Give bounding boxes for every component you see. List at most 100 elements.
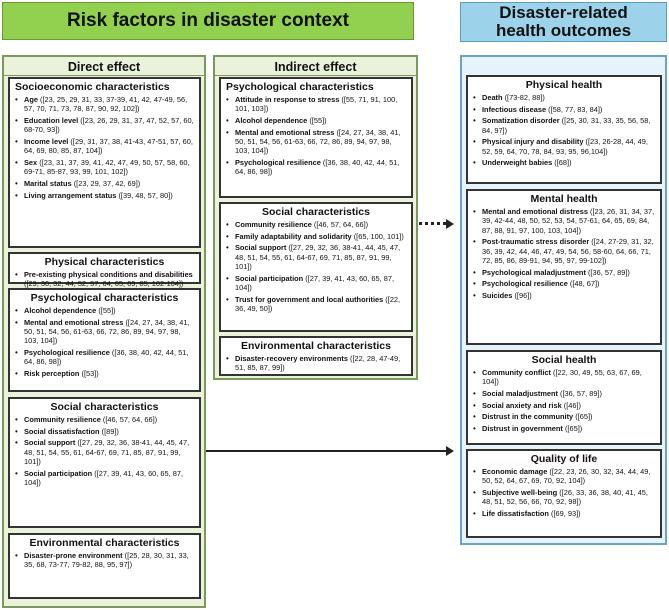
item-name: Suicides (482, 291, 513, 300)
item-name: Disaster-recovery environments (235, 354, 348, 363)
indirect-psychological-box: Psychological characteristics Attitude i… (219, 77, 413, 198)
list-item: Underweight babies ([68]) (473, 158, 655, 168)
direct-effect-title: Direct effect (67, 60, 141, 74)
item-refs: ([27, 29, 32, 36, 38-41, 44, 45, 47, 48,… (24, 438, 190, 466)
item-name: Age (24, 95, 38, 104)
list-item: Alcohol dependence ([55]) (15, 306, 194, 316)
item-refs: ([36, 38, 40, 42, 44, 51, 64, 86, 98]) (235, 158, 400, 177)
box-title: Mental health (530, 193, 598, 205)
item-refs: ([25, 28, 30, 31, 33, 35, 68, 73-77, 79-… (24, 551, 189, 570)
outcome-list: Economic damage ([22, 23, 26, 30, 32, 34… (473, 467, 655, 519)
item-name: Life dissatisfaction (482, 509, 549, 518)
list-item: Psychological resilience ([48, 67]) (473, 279, 655, 289)
list-item: Disaster-recovery environments ([22, 28,… (226, 354, 406, 373)
factor-list: Age ([23, 25, 29, 31, 33, 37-39, 41, 42,… (15, 95, 194, 200)
item-refs: ([25, 30, 31, 33, 35, 56, 58, 84, 97]) (482, 116, 651, 135)
item-refs: ([24, 27, 34, 38, 41, 50, 51, 54, 56, 61… (235, 127, 401, 156)
factor-list: Attitude in response to stress ([55, 71,… (226, 95, 406, 177)
item-refs: ([55]) (96, 306, 116, 315)
list-item: Family adaptability and solidarity ([65,… (226, 231, 406, 242)
item-name: Social support (235, 243, 287, 253)
item-name: Physical injury and disability (482, 137, 584, 147)
list-item: Social participation ([27, 39, 41, 43, 6… (15, 469, 194, 488)
item-refs: ([29, 31, 37, 38, 41-43, 47-51, 57, 60, … (24, 137, 193, 156)
list-item: Social dissatisfaction ([89]) (15, 426, 194, 437)
item-refs: ([24, 27, 34, 38, 41, 50, 51, 54, 56, 61… (24, 317, 190, 346)
item-refs: ([65, 100, 101]) (351, 231, 404, 241)
item-refs: ([36, 57, 89]) (585, 267, 630, 277)
indirect-effect-arrow-head (446, 219, 454, 229)
direct-psychological-box: Psychological characteristics Alcohol de… (8, 288, 201, 392)
item-refs: ([27, 39, 41, 43, 60, 65, 87, 104]) (24, 468, 183, 487)
item-refs: ([73-82, 88]) (502, 93, 545, 102)
direct-physical-box: Physical characteristics Pre-existing ph… (8, 252, 201, 288)
direct-socioeconomic-box: Socioeconomic characteristics Age ([23, … (8, 77, 201, 248)
item-name: Psychological resilience (482, 279, 568, 289)
indirect-social-box: Social characteristics Community resilie… (219, 202, 413, 332)
list-item: Mental and emotional stress ([24, 27, 34… (15, 318, 194, 346)
list-item: Economic damage ([22, 23, 26, 30, 32, 34… (473, 467, 655, 486)
box-title: Social characteristics (262, 206, 370, 218)
list-item: Somatization disorder ([25, 30, 31, 33, … (473, 116, 655, 135)
item-name: Distrust in the community (482, 412, 574, 422)
item-refs: ([22, 28, 47-49, 51, 85, 87, 99]) (235, 354, 401, 373)
list-item: Life dissatisfaction ([69, 93]) (473, 509, 655, 519)
item-refs: ([36, 38, 40, 42, 44, 51, 64, 86, 98]) (24, 348, 189, 367)
list-item: Social support ([27, 29, 32, 36, 38-41, … (226, 243, 406, 271)
list-item: Community resilience ([46, 57, 64, 66]) (15, 415, 194, 425)
item-refs: ([48, 67]) (567, 279, 600, 289)
item-refs: ([46, 57, 64, 66]) (100, 415, 158, 424)
risk-factors-header: Risk factors in disaster context (2, 2, 414, 40)
list-item: Psychological maladjustment ([36, 57, 89… (473, 267, 655, 278)
item-name: Community resilience (24, 415, 101, 424)
box-title: Quality of life (530, 453, 598, 465)
item-refs: ([23, 31, 37, 39, 41, 42, 47, 49, 50, 57… (24, 158, 190, 177)
box-title: Physical health (525, 79, 603, 91)
item-refs: ([22, 23, 26, 30, 32, 34, 44, 49, 50, 52… (482, 467, 651, 486)
item-name: Social dissatisfaction (24, 426, 100, 436)
health-outcomes-header: Disaster-related health outcomes (460, 2, 667, 42)
item-name: Mental and emotional distress (482, 207, 588, 216)
box-title: Psychological characteristics (30, 292, 179, 304)
list-item: Psychological resilience ([36, 38, 40, 4… (226, 158, 406, 177)
item-name: Pre-existing physical conditions and dis… (24, 270, 193, 279)
item-name: Living arrangement status (24, 190, 117, 200)
risk-factors-title: Risk factors in disaster context (67, 10, 349, 31)
list-item: Post-traumatic stress disorder ([24, 27-… (473, 237, 655, 265)
outcome-list: Community conflict ([22, 30, 49, 55, 63,… (473, 368, 655, 434)
outcome-physical-health-box: Physical health Death ([73-82, 88])Infec… (466, 75, 662, 184)
outcome-social-health-box: Social health Community conflict ([22, 3… (466, 350, 662, 445)
box-title: Psychological characteristics (226, 81, 374, 93)
list-item: Social support ([27, 29, 32, 36, 38-41, … (15, 438, 194, 466)
item-name: Social participation (24, 468, 93, 478)
item-name: Marital status (24, 179, 72, 188)
list-item: Psychological resilience ([36, 38, 40, 4… (15, 348, 194, 367)
item-refs: ([96]) (512, 291, 532, 300)
box-title: Socioeconomic characteristics (15, 81, 170, 93)
item-name: Economic damage (482, 467, 548, 476)
item-name: Disaster-prone environment (24, 551, 123, 560)
item-name: Education level (24, 116, 79, 125)
list-item: Risk perception ([53]) (15, 369, 194, 379)
item-refs: ([65]) (573, 412, 593, 422)
list-item: Sex ([23, 31, 37, 39, 41, 42, 47, 49, 50… (15, 158, 194, 177)
item-refs: ([39, 48, 57, 80]) (116, 190, 173, 200)
outcome-list: Death ([73-82, 88])Infectious disease ([… (473, 93, 655, 168)
item-name: Social anxiety and risk (482, 400, 562, 410)
item-refs: ([53]) (79, 369, 99, 378)
list-item: Income level ([29, 31, 37, 38, 41-43, 47… (15, 137, 194, 156)
item-refs: ([46, 57, 64, 66]) (311, 220, 369, 229)
item-refs: ([36, 57, 89]) (557, 389, 602, 398)
factor-list: Disaster-prone environment ([25, 28, 30,… (15, 551, 194, 570)
box-title: Physical characteristics (44, 256, 165, 268)
factor-list: Alcohol dependence ([55]) Mental and emot… (15, 306, 194, 379)
box-title: Social health (531, 354, 597, 366)
list-item: Disaster-prone environment ([25, 28, 30,… (15, 551, 194, 570)
item-name: Mental and emotional stress (235, 127, 335, 137)
list-item: Pre-existing physical conditions and dis… (15, 270, 194, 289)
item-name: Death (482, 93, 503, 102)
item-refs: ([23, 29, 37, 42, 69]) (71, 179, 141, 188)
item-name: Sex (24, 158, 38, 167)
item-name: Underweight babies (482, 158, 553, 168)
item-refs: ([27, 29, 32, 36, 38-41, 44, 45, 47, 48,… (235, 243, 401, 271)
